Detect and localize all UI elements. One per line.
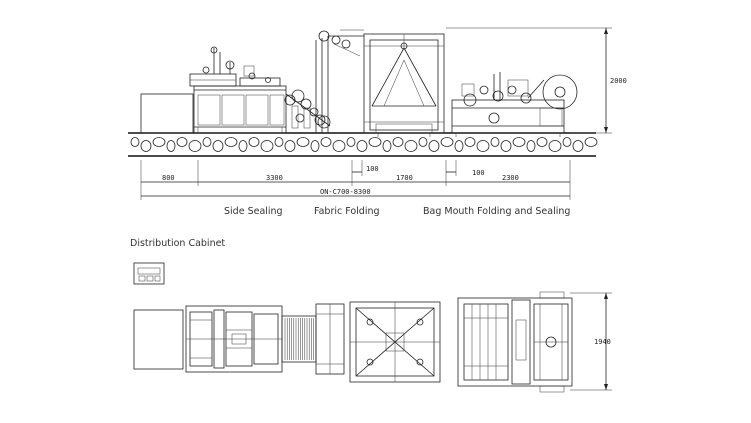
plan-folding-tower [349,301,441,383]
side-sealing-unit [189,46,287,134]
dim-800: 800 [162,174,175,182]
bag-mouth-sealing-unit [451,72,578,137]
plan-side-sealing [185,305,283,373]
film-path-section [284,29,364,133]
height-dimension: 2000 [446,27,627,134]
label-side-sealing: Side Sealing [224,206,283,217]
fabric-folding-tower [363,33,445,137]
plan-film-path [281,303,345,375]
plan-view: 1940 [133,291,612,393]
dim-model-length: ON-C700-8300 [320,188,371,196]
dim-2300: 2300 [502,174,519,182]
infeed-platform [140,93,194,134]
plan-infeed-box [133,309,184,370]
label-distribution-cabinet: Distribution Cabinet [130,238,226,249]
width-plan-label: 1940 [594,338,611,346]
dim-1700: 1700 [396,174,413,182]
distribution-cabinet-drawing [133,262,165,285]
plan-bag-mouth-sealing [457,291,573,393]
label-fabric-folding: Fabric Folding [314,206,380,217]
floor-band [128,132,598,157]
label-bag-mouth-folding-sealing: Bag Mouth Folding and Sealing [423,206,571,217]
height-total-label: 2000 [610,77,627,85]
width-dimension: 1940 [570,292,612,391]
dim-100-right: 100 [472,169,485,177]
elevation-view: 2000 800 3300 100 1700 100 2300 ON-C700-… [128,27,627,200]
dim-100-left: 100 [366,165,379,173]
dim-3300: 3300 [266,174,283,182]
length-dimension-chain: 800 3300 100 1700 100 2300 ON-C700-8300 [140,160,571,200]
